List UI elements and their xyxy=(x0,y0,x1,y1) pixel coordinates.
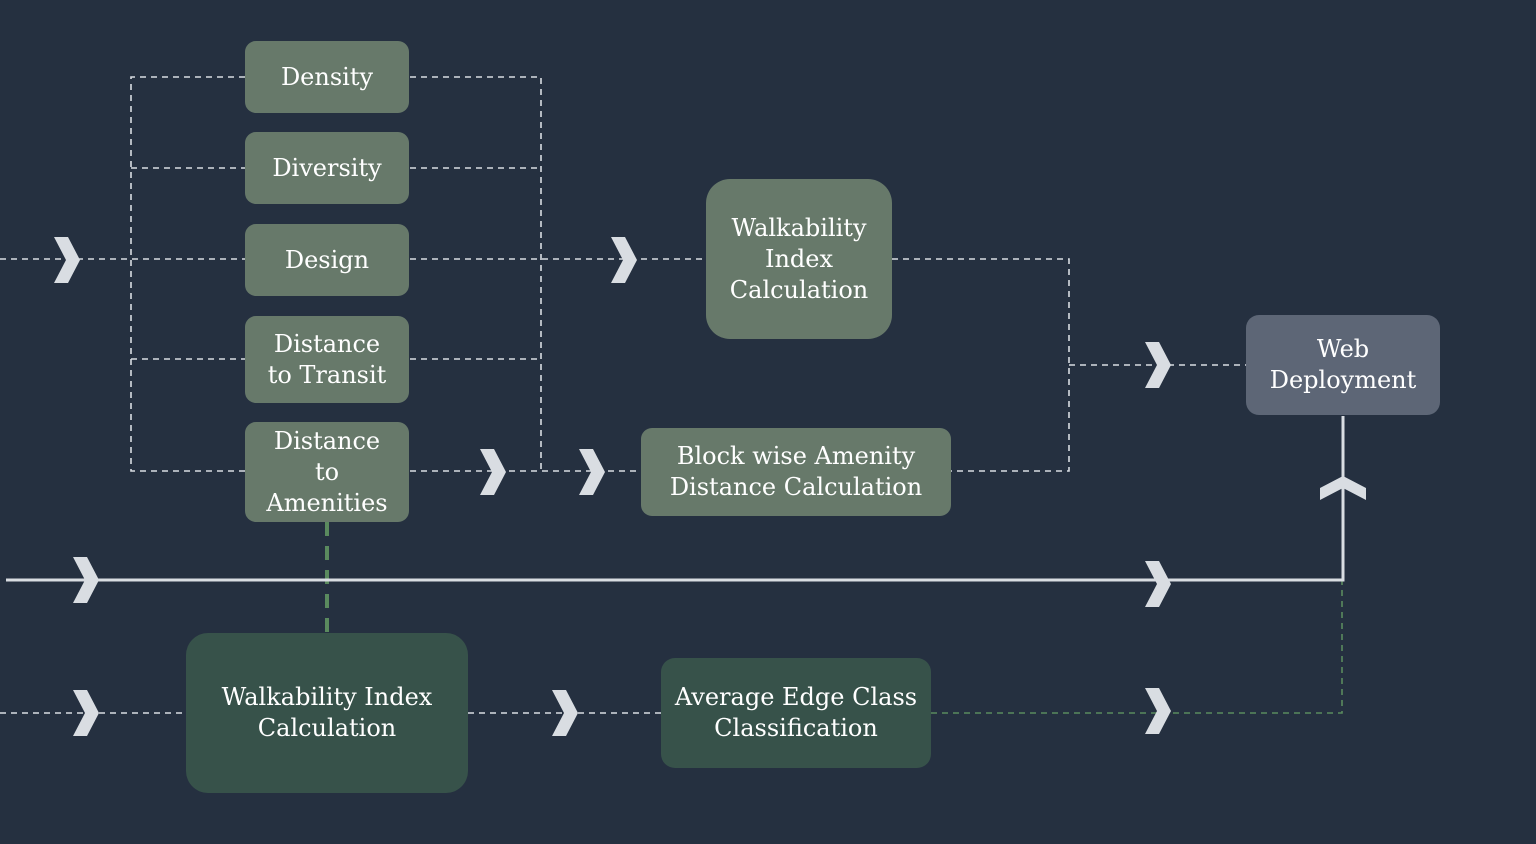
node-distance-amenities-label: Distance to Amenities xyxy=(266,426,388,517)
node-distance-amenities: Distance to Amenities xyxy=(245,422,409,522)
node-walkability-bottom: Walkability Index Calculation xyxy=(186,633,468,793)
node-density: Density xyxy=(245,41,409,113)
node-diversity: Diversity xyxy=(245,132,409,204)
chevron-right-icon xyxy=(1145,688,1171,734)
factor-bracket-left xyxy=(130,76,245,472)
chevron-right-icon xyxy=(611,237,637,283)
connector-edge-to-web xyxy=(931,580,1343,714)
chevron-up-icon xyxy=(1320,476,1366,500)
chevron-right-icon xyxy=(480,449,506,495)
chevron-right-icon xyxy=(1145,561,1171,607)
connector-solid-line xyxy=(6,416,1345,582)
node-design-label: Design xyxy=(284,245,370,274)
node-walkability-bottom-label: Walkability Index Calculation xyxy=(221,683,433,742)
chevron-right-icon xyxy=(54,237,80,283)
node-block-amenity: Block wise Amenity Distance Calculation xyxy=(641,428,951,516)
node-design: Design xyxy=(245,224,409,296)
node-diversity-label: Diversity xyxy=(272,153,382,182)
chevron-right-icon xyxy=(552,690,578,736)
chevron-right-icon xyxy=(73,557,99,603)
node-density-label: Density xyxy=(280,62,374,91)
chevron-right-icon xyxy=(73,690,99,736)
node-web-deployment-label: Web Deployment xyxy=(1269,335,1417,394)
node-distance-transit: Distance to Transit xyxy=(245,316,409,403)
node-walkability-top: Walkability Index Calculation xyxy=(706,179,892,339)
factor-bracket-right xyxy=(410,76,542,471)
chevron-right-icon xyxy=(1145,342,1171,388)
node-walkability-top-label: Walkability Index Calculation xyxy=(729,213,869,304)
chevron-right-icon xyxy=(579,449,605,495)
node-web-deployment: Web Deployment xyxy=(1246,315,1440,415)
node-distance-transit-label: Distance to Transit xyxy=(267,329,387,389)
node-block-amenity-label: Block wise Amenity Distance Calculation xyxy=(669,442,923,501)
node-edge-class: Average Edge Class Classification xyxy=(661,658,931,768)
node-edge-class-label: Average Edge Class Classification xyxy=(674,683,918,742)
